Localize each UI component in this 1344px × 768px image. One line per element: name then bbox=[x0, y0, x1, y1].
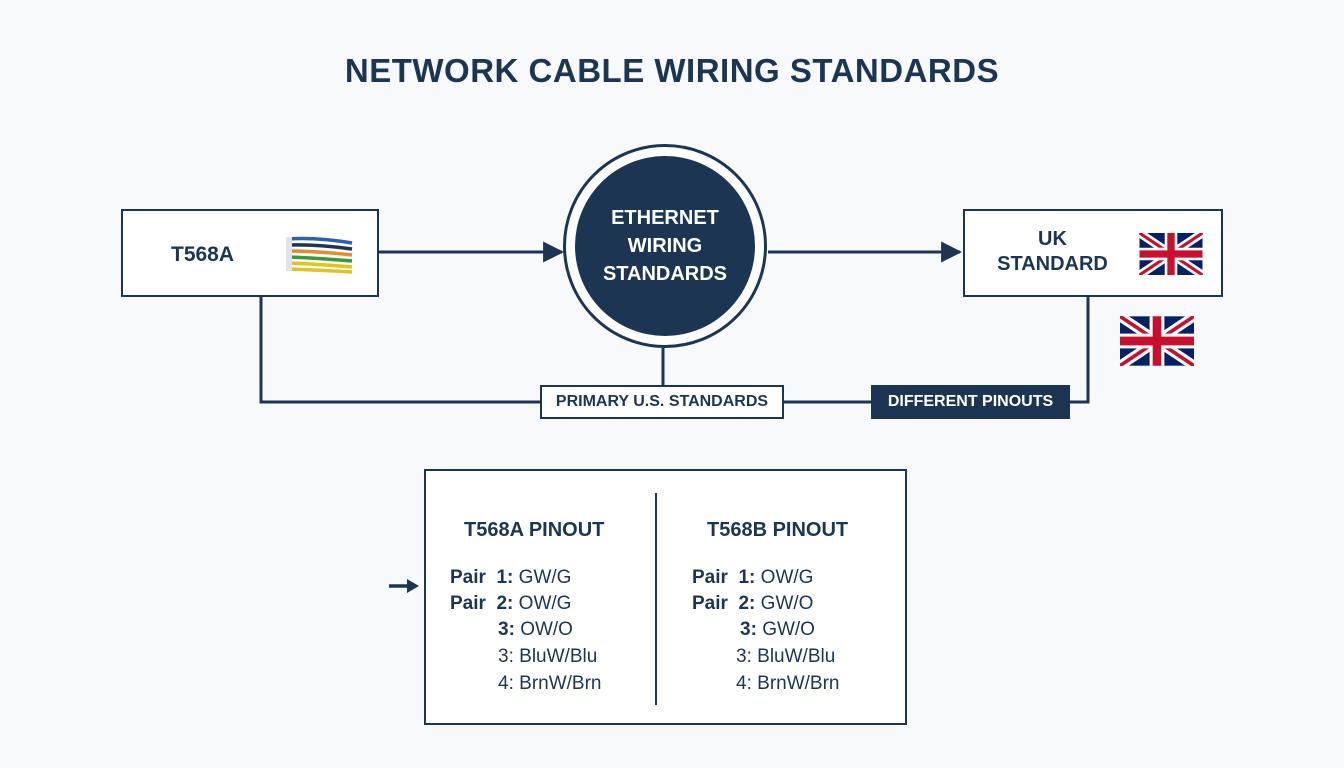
pinout-row: Pair 2: GW/O bbox=[692, 593, 813, 615]
pair-number: 1: bbox=[738, 567, 756, 588]
pinout-row: 4: BrnW/Brn bbox=[498, 673, 602, 695]
different-pinouts-label: DIFFERENT PINOUTS bbox=[871, 385, 1070, 419]
pinout-row: Pair 1: OW/G bbox=[692, 567, 813, 589]
uk-label-line1: UK bbox=[1038, 228, 1067, 250]
pair-value: BrnW/Brn bbox=[757, 673, 840, 694]
pair-value: GW/O bbox=[760, 593, 814, 614]
pair-prefix: Pair bbox=[692, 567, 728, 588]
line-left-to-primary bbox=[259, 297, 540, 404]
pair-value: BrnW/Brn bbox=[519, 673, 602, 694]
pair-value: BluW/Blu bbox=[757, 646, 836, 667]
pinout-row: 4: BrnW/Brn bbox=[736, 673, 840, 695]
pair-number: 3: bbox=[736, 646, 752, 667]
pair-value: OW/O bbox=[520, 619, 573, 640]
pinout-row: 3: BluW/Blu bbox=[498, 646, 597, 668]
pair-prefix: Pair bbox=[450, 567, 486, 588]
pair-number: 3: bbox=[498, 619, 515, 640]
pair-number: 4: bbox=[498, 673, 514, 694]
diagram-title: NETWORK CABLE WIRING STANDARDS bbox=[344, 52, 1000, 89]
ethernet-wiring-standards-node: ETHERNET WIRING STANDARDS bbox=[563, 144, 767, 348]
pinout-row: 3: OW/O bbox=[498, 619, 573, 641]
pair-number: 3: bbox=[498, 646, 514, 667]
t568a-pinout-title: T568A PINOUT bbox=[464, 519, 605, 541]
uk-flag-icon bbox=[1120, 316, 1194, 366]
line-different-to-right bbox=[1070, 297, 1090, 404]
pair-value: OW/G bbox=[518, 593, 572, 614]
pair-value: GW/O bbox=[762, 619, 815, 640]
pair-number: 2: bbox=[496, 593, 514, 614]
pinout-divider bbox=[655, 493, 657, 705]
pinout-row: 3: BluW/Blu bbox=[736, 646, 835, 668]
pinout-table: T568A PINOUT Pair 1: GW/G Pair 2: OW/G 3… bbox=[424, 469, 907, 725]
pair-number: 1: bbox=[496, 567, 514, 588]
primary-us-standards-label: PRIMARY U.S. STANDARDS bbox=[540, 385, 784, 419]
pair-number: 4: bbox=[736, 673, 752, 694]
pair-value: OW/G bbox=[760, 567, 814, 588]
t568a-node: T568A bbox=[121, 209, 379, 297]
arrow-right-icon bbox=[389, 579, 419, 593]
uk-standard-node: UK STANDARD bbox=[963, 209, 1223, 297]
uk-standard-label: UK STANDARD bbox=[965, 227, 1140, 277]
pair-value: GW/G bbox=[518, 567, 572, 588]
uk-flag-icon bbox=[1139, 233, 1203, 275]
pinout-row: Pair 1: GW/G bbox=[450, 567, 571, 589]
t568a-label: T568A bbox=[171, 243, 235, 266]
ethernet-wires-icon bbox=[286, 236, 353, 274]
pair-prefix: Pair bbox=[692, 593, 728, 614]
pinout-row: Pair 2: OW/G bbox=[450, 593, 571, 615]
pair-number: 3: bbox=[740, 619, 757, 640]
pinout-row: 3: GW/O bbox=[740, 619, 815, 641]
center-node-label: ETHERNET WIRING STANDARDS bbox=[602, 207, 728, 285]
pair-number: 2: bbox=[738, 593, 756, 614]
uk-label-line2: STANDARD bbox=[997, 253, 1108, 275]
pair-value: BluW/Blu bbox=[519, 646, 598, 667]
pair-prefix: Pair bbox=[450, 593, 486, 614]
t568b-pinout-title: T568B PINOUT bbox=[707, 519, 849, 541]
